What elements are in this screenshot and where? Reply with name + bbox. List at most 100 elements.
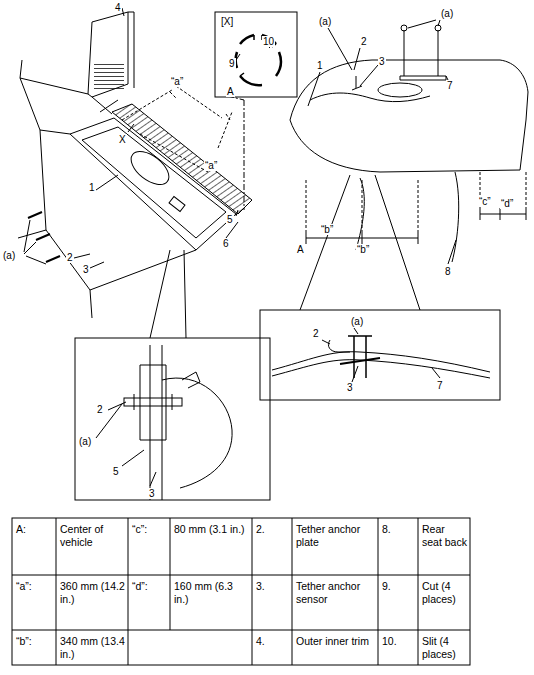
dimension-line	[122, 86, 232, 172]
left-view	[18, 8, 252, 338]
callout-label: 2	[312, 328, 320, 339]
rear-seat-back	[356, 172, 459, 262]
bolt	[124, 398, 182, 406]
rear-seat-back	[70, 118, 236, 250]
table-cell: 340 mm (13.4 in.)	[60, 635, 125, 660]
leader-line	[96, 402, 156, 486]
table-cell: “d”:	[132, 580, 167, 593]
callout-label: 1	[88, 182, 96, 193]
detail-leader	[300, 175, 420, 310]
callout-label: 2	[96, 404, 104, 415]
callout-label: 6	[222, 238, 230, 249]
right-detail	[260, 310, 500, 400]
table-cell: Slit (4 places)	[422, 635, 467, 660]
callout-label: 3	[378, 56, 386, 67]
detail-frame	[260, 310, 500, 400]
callout-label: “a”	[204, 160, 218, 171]
table-cell: 80 mm (3.1 in.)	[174, 523, 249, 536]
strap-hook	[182, 372, 200, 388]
table-cell: “b”:	[16, 635, 53, 648]
leader-line	[74, 8, 238, 268]
callout-label: 5	[226, 214, 234, 225]
tether-anchor-plate-7	[400, 76, 446, 80]
table-cell: Outer inner trim	[296, 635, 375, 648]
inset-x	[215, 12, 297, 97]
table-cell: 4.	[256, 635, 289, 648]
callout-label: 8	[444, 266, 452, 277]
detail-frame	[75, 338, 270, 500]
callout-label: (a)	[2, 250, 16, 261]
table-border	[12, 518, 470, 665]
cut-ring	[236, 35, 281, 85]
detail-leader	[150, 250, 186, 338]
tether-anchor-plate	[169, 197, 185, 212]
table-cell: 8.	[382, 523, 415, 536]
table-cell: Tether anchor plate	[296, 523, 375, 548]
legend-table	[12, 518, 470, 665]
callout-label: “b”	[320, 224, 334, 235]
table-cell: 160 mm (6.3 in.)	[174, 580, 249, 605]
callout-label: 7	[436, 380, 444, 391]
parcel-shelf-strip	[112, 104, 252, 214]
callout-label: 4	[114, 2, 122, 13]
bolt	[28, 212, 60, 262]
callout-label: A	[296, 244, 305, 255]
seat-back-top	[290, 60, 528, 120]
callout-label: (a)	[318, 16, 332, 27]
slit	[240, 35, 276, 76]
callout-label: “d”	[500, 198, 514, 209]
seat-seam	[310, 93, 430, 102]
callout-label: X	[118, 134, 127, 145]
pillar-edge	[92, 12, 134, 114]
seat-back-panel	[82, 127, 226, 238]
seat-back-front	[290, 120, 526, 172]
tether-anchor-plate	[328, 340, 350, 352]
callout-label: [X]	[220, 16, 234, 27]
callout-label: 3	[82, 264, 90, 275]
table-cell: Tether anchor sensor	[296, 580, 375, 605]
callout-label: 3	[148, 488, 156, 499]
seat-panel	[272, 360, 490, 378]
callout-label: 1	[316, 60, 324, 71]
center-line	[228, 96, 244, 210]
right-view	[290, 20, 528, 310]
table-cell: 10.	[382, 635, 415, 648]
tether-anchor-plate	[140, 365, 166, 440]
left-detail	[75, 338, 270, 500]
table-cell: A:	[16, 523, 53, 536]
callout-label: 10	[262, 36, 275, 47]
outer-inner-trim	[20, 12, 128, 97]
callout-label: 2	[360, 36, 368, 47]
callout-label: (a)	[440, 8, 454, 19]
callout-label: A	[226, 86, 235, 97]
bolt	[348, 336, 372, 378]
table-cell: Cut (4 places)	[422, 580, 467, 605]
callout-label: 7	[446, 80, 454, 91]
bolt-head	[134, 394, 172, 410]
seat-back-section	[162, 378, 232, 488]
leader-line	[322, 328, 440, 382]
callout-label: 5	[112, 466, 120, 477]
speaker-opening	[378, 83, 422, 97]
leader-line	[24, 220, 46, 264]
trim-grille	[94, 62, 124, 92]
callout-label: 2	[66, 252, 74, 263]
table-grid	[12, 518, 470, 665]
tether-anchor-sensor	[150, 345, 162, 500]
speaker-opening	[125, 145, 174, 191]
callout-label: “c”	[478, 196, 492, 207]
table-cell: Center of vehicle	[60, 523, 125, 548]
dimension-line	[306, 208, 526, 244]
callout-label: “a”	[170, 76, 184, 87]
table-cell: 9.	[382, 580, 415, 593]
callout-label: 9	[228, 58, 236, 69]
callout-label: (a)	[350, 316, 364, 327]
table-cell: 360 mm (14.2 in.)	[60, 580, 125, 605]
inset-frame	[215, 12, 297, 97]
table-cell: “c”:	[132, 523, 167, 536]
bolt-head	[401, 25, 407, 31]
table-cell: Rear seat back	[422, 523, 467, 548]
callout-label: 3	[346, 382, 354, 393]
